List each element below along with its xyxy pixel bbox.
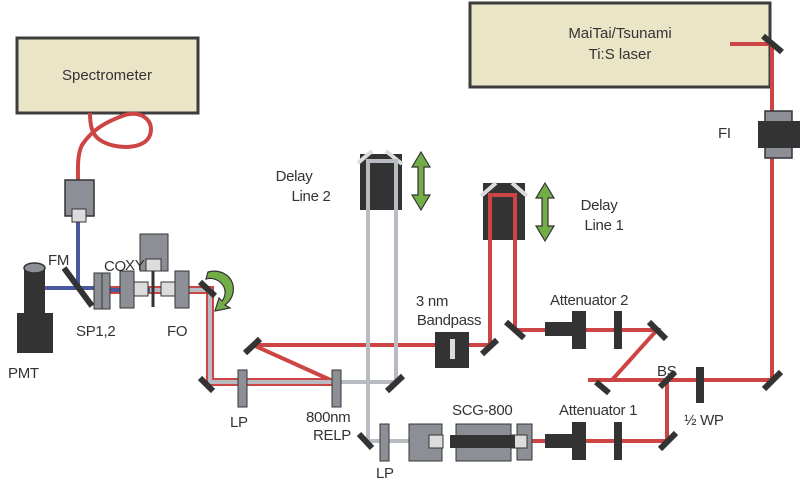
- scg-label: SCG-800: [452, 402, 512, 419]
- mirror-lower-left: [197, 375, 216, 394]
- long-pass-filter-bottom: [379, 423, 390, 462]
- rotation-arrow-icon: [205, 270, 234, 312]
- wp-label: ½ WP: [684, 412, 724, 429]
- mirror-scg-corner: [356, 431, 375, 451]
- laser-box: MaiTai/Tsunami Ti:S laser: [468, 1, 772, 89]
- mirror-right-corner: [761, 369, 784, 392]
- focusing-objective: [160, 270, 190, 309]
- relp-filter: [331, 369, 342, 408]
- bandpass-label-line1: 3 nm: [416, 293, 448, 310]
- bandpass-filter: [435, 332, 469, 368]
- mirror-bandpass: [479, 337, 500, 357]
- mirror-att2-left: [504, 319, 526, 341]
- attenuator-1: [545, 422, 622, 460]
- mirror-bottom-right: [657, 430, 679, 452]
- relp-label-line2: RELP: [313, 427, 351, 444]
- mirror-fo-out: [197, 279, 218, 299]
- mirror-gray-corner: [384, 373, 406, 394]
- xy-stage: [139, 233, 169, 307]
- fiber-cable: [75, 111, 153, 181]
- short-pass-filters: [93, 272, 111, 310]
- half-wave-plate: [696, 367, 704, 403]
- mirror-left-upper: [242, 336, 263, 356]
- delay-line-2-arrow-icon: [410, 150, 432, 212]
- laser-label-line1: MaiTai/Tsunami: [568, 25, 671, 42]
- co-label: CO: [104, 258, 126, 275]
- collection-optic: [119, 270, 149, 309]
- fi-label: FI: [718, 125, 731, 142]
- delay-line-1: [479, 181, 529, 240]
- delay-line-1-arrow-icon: [534, 181, 556, 243]
- delay2-label-line2: Line 2: [291, 188, 330, 205]
- spectrometer-label: Spectrometer: [62, 67, 152, 84]
- fiber-coupler: [64, 179, 95, 223]
- mirror-bs: [657, 369, 678, 390]
- mirror-zig-lower: [594, 379, 611, 396]
- long-pass-filter-left: [237, 369, 248, 408]
- bandpass-label-line2: Bandpass: [417, 312, 481, 329]
- mirror-fm: [61, 266, 95, 308]
- pmt-detector: [17, 262, 53, 353]
- relp-label-line1: 800nm: [306, 409, 350, 426]
- scg-assembly: [408, 423, 533, 462]
- fm-label: FM: [48, 252, 69, 269]
- delay2-label-line1: Delay: [276, 168, 314, 185]
- attenuator1-label: Attenuator 1: [559, 402, 637, 419]
- delay1-label-line2: Line 1: [584, 217, 623, 234]
- mirror-att2-right: [646, 319, 669, 342]
- delay1-label-line1: Delay: [581, 197, 619, 214]
- pmt-label: PMT: [8, 365, 39, 382]
- delay-line-2: [356, 149, 404, 210]
- attenuator2-label: Attenuator 2: [550, 292, 628, 309]
- spectrometer-box: Spectrometer: [15, 36, 200, 115]
- red-beam-attenuator2-path: [513, 185, 662, 382]
- fo-label: FO: [167, 323, 187, 340]
- laser-label-line2: Ti:S laser: [589, 46, 652, 63]
- bs-label: BS: [657, 363, 677, 380]
- sp-label: SP1,2: [76, 323, 115, 340]
- xy-label: XY: [125, 257, 145, 274]
- lp-left-label: LP: [230, 414, 248, 431]
- red-beam-main: [588, 42, 774, 382]
- mirror-laser-out: [761, 33, 784, 55]
- faraday-isolator: [758, 110, 800, 159]
- lp-bottom-label: LP: [376, 465, 394, 482]
- mirrors: [61, 33, 784, 452]
- attenuator-2: [545, 311, 622, 349]
